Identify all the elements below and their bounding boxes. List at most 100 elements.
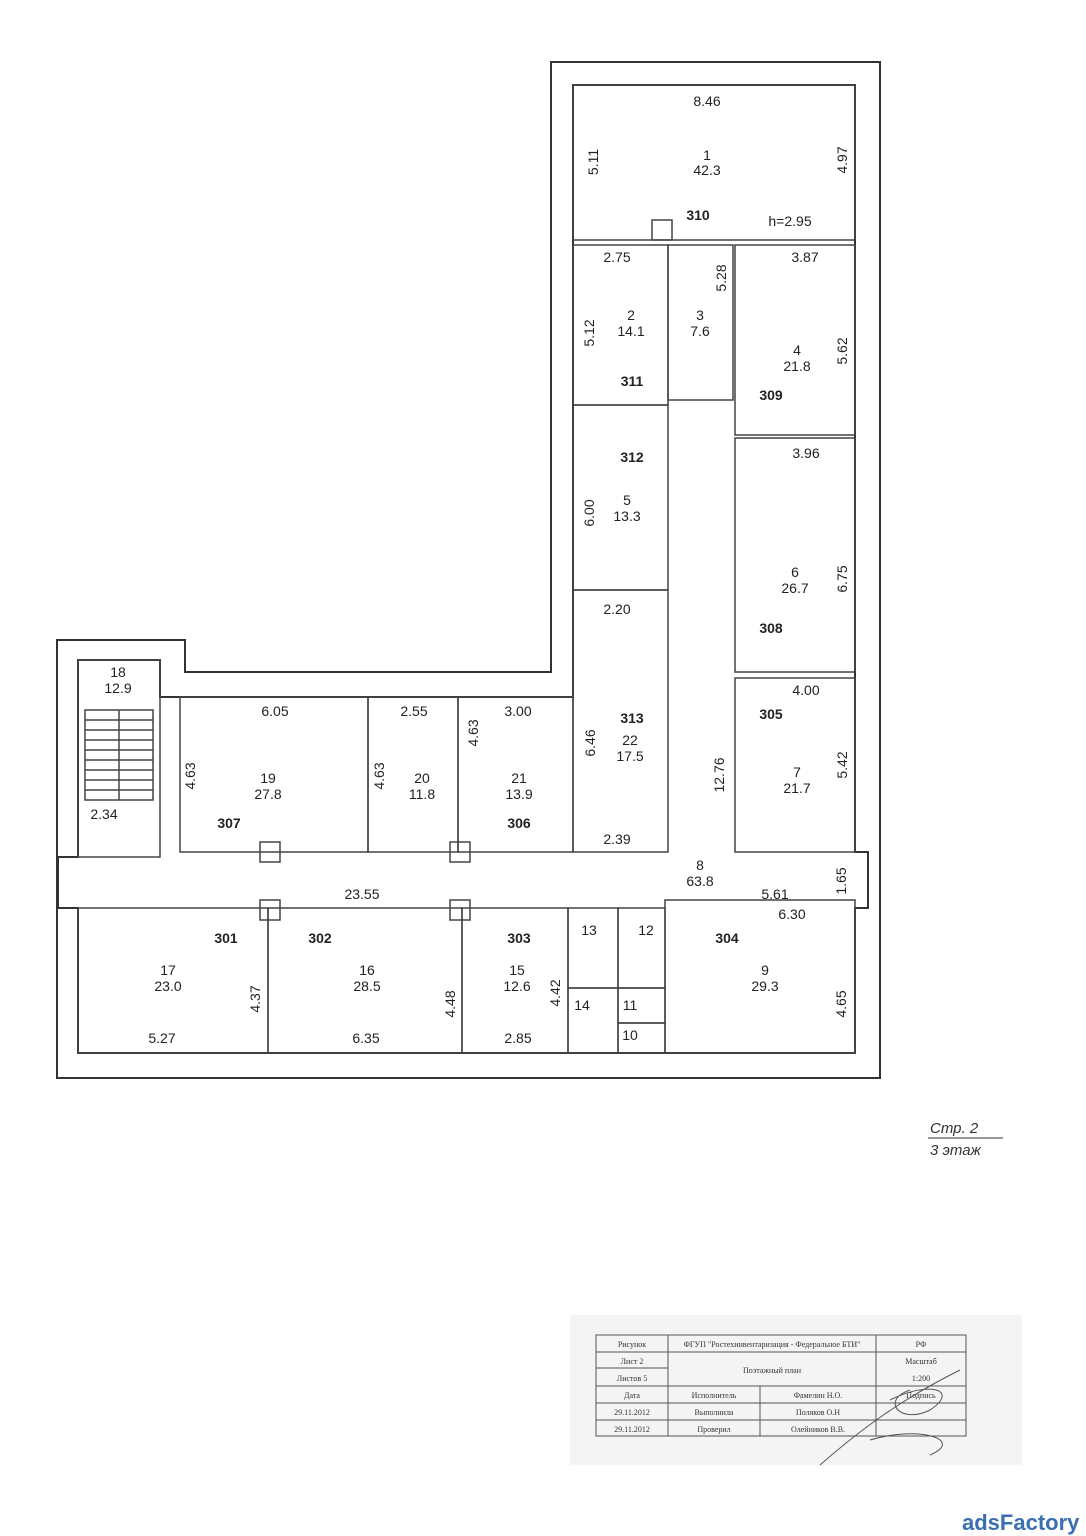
room-2-area: 14.1 xyxy=(617,323,644,339)
dimension-label: 5.61 xyxy=(761,886,788,902)
dimension-label: Листов 5 xyxy=(617,1374,647,1383)
room-3-area: 7.6 xyxy=(690,323,710,339)
room-9-num: 9 xyxy=(761,962,769,978)
dimension-label: Подпись xyxy=(906,1391,936,1400)
dimension-label: 4.63 xyxy=(465,719,481,746)
room-20-num: 20 xyxy=(414,770,430,786)
dimension-label: 6.30 xyxy=(778,906,805,922)
dimension-label: 4.00 xyxy=(792,682,819,698)
office-313: 313 xyxy=(620,710,644,726)
room-15-area: 12.6 xyxy=(503,978,530,994)
dimension-label: 4.63 xyxy=(371,762,387,789)
dimension-label: Дата xyxy=(624,1391,640,1400)
dimension-label: 29.11.2012 xyxy=(614,1425,650,1434)
room-19-area: 27.8 xyxy=(254,786,281,802)
dimension-label: 4.48 xyxy=(442,990,458,1017)
room-16-num: 16 xyxy=(359,962,375,978)
office-302: 302 xyxy=(308,930,332,946)
dimension-label: Исполнитель xyxy=(692,1391,737,1400)
dimension-label: 5.62 xyxy=(834,337,850,364)
outer-wall xyxy=(56,61,881,1079)
dimension-label: 29.11.2012 xyxy=(614,1408,650,1417)
dimension-label: РФ xyxy=(916,1340,927,1349)
dimension-label: Поэтажный план xyxy=(743,1366,802,1375)
dimension-label: h=2.95 xyxy=(768,213,811,229)
room-18-num: 18 xyxy=(110,664,126,680)
room-22-num: 22 xyxy=(622,732,638,748)
dimension-label: 2.20 xyxy=(603,601,630,617)
office-308: 308 xyxy=(759,620,783,636)
room-7-num: 7 xyxy=(793,764,801,780)
room-21-area: 13.9 xyxy=(505,786,532,802)
office-301: 301 xyxy=(214,930,238,946)
dimension-label: Рисунок xyxy=(618,1340,646,1349)
dimension-label: Выполнила xyxy=(695,1408,734,1417)
dimension-label: 2.39 xyxy=(603,831,630,847)
page-number: Стр. 2 xyxy=(930,1120,979,1137)
room-21-num: 21 xyxy=(511,770,527,786)
dimension-label: 5.11 xyxy=(585,149,601,175)
dimension-label: 5.27 xyxy=(148,1030,175,1046)
office-numbers: 310 311 309 312 308 313 305 307 306 301 … xyxy=(214,207,783,946)
stairs xyxy=(84,709,154,801)
dimension-label: Лист 2 xyxy=(621,1357,644,1366)
partitions xyxy=(77,84,856,1054)
room-7-area: 21.7 xyxy=(783,780,810,796)
room-8-area: 63.8 xyxy=(686,873,713,889)
room-17-area: 23.0 xyxy=(154,978,181,994)
dimension-label: 3.96 xyxy=(792,445,819,461)
room-19-num: 19 xyxy=(260,770,276,786)
dimensions: 8.46 5.11 4.97 h=2.95 2.75 5.28 3.87 5.1… xyxy=(90,93,850,1046)
watermark-logo: adsFactory xyxy=(962,1510,1080,1535)
room-14-num: 14 xyxy=(574,997,590,1013)
dimension-label: 6.35 xyxy=(352,1030,379,1046)
dimension-label: 8.46 xyxy=(693,93,720,109)
dimension-label: 1:200 xyxy=(912,1374,930,1383)
dimension-label: 2.34 xyxy=(90,806,117,822)
dimension-label: 6.05 xyxy=(261,703,288,719)
room-11-num: 11 xyxy=(623,997,638,1013)
dimension-label: 3.87 xyxy=(791,249,818,265)
room-3-num: 3 xyxy=(696,307,704,323)
dimension-label: 2.55 xyxy=(400,703,427,719)
dimension-label: 6.75 xyxy=(834,565,850,592)
dimension-label: 4.65 xyxy=(833,990,849,1017)
room-4-area: 21.8 xyxy=(783,358,810,374)
dimension-label: 23.55 xyxy=(344,886,379,902)
room-6-num: 6 xyxy=(791,564,799,580)
room-13-num: 13 xyxy=(581,922,597,938)
room-17-num: 17 xyxy=(160,962,176,978)
room-6-area: 26.7 xyxy=(781,580,808,596)
dimension-label: 2.75 xyxy=(603,249,630,265)
dimension-label: 4.97 xyxy=(834,146,850,173)
dimension-label: Фамелин Н.О. xyxy=(794,1391,843,1400)
office-307: 307 xyxy=(217,815,241,831)
office-312: 312 xyxy=(620,449,644,465)
room-9-area: 29.3 xyxy=(751,978,778,994)
title-block: Рисунок ФГУП "Ростехинвентаризация - Фед… xyxy=(570,1315,1022,1466)
floor-label: 3 этаж xyxy=(930,1142,982,1159)
room-5-area: 13.3 xyxy=(613,508,640,524)
office-306: 306 xyxy=(507,815,531,831)
signature xyxy=(819,1369,961,1466)
office-305: 305 xyxy=(759,706,783,722)
room-8-num: 8 xyxy=(696,857,704,873)
office-303: 303 xyxy=(507,930,531,946)
office-309: 309 xyxy=(759,387,783,403)
office-310: 310 xyxy=(686,207,710,223)
dimension-label: 5.12 xyxy=(581,319,597,346)
room-15-num: 15 xyxy=(509,962,525,978)
room-22-area: 17.5 xyxy=(616,748,643,764)
dimension-label: 6.46 xyxy=(582,729,598,756)
dimension-label: Проверил xyxy=(697,1425,730,1434)
dimension-label: ФГУП "Ростехинвентаризация - Федеральное… xyxy=(684,1340,861,1349)
room-2-num: 2 xyxy=(627,307,635,323)
room-1-num: 1 xyxy=(703,147,711,163)
room-18-area: 12.9 xyxy=(104,680,131,696)
dimension-label: 5.28 xyxy=(713,264,729,291)
dimension-label: Олейников В.В. xyxy=(791,1425,845,1434)
dimension-label: 1.65 xyxy=(833,867,849,894)
room-12-num: 12 xyxy=(638,922,654,938)
dimension-label: 12.76 xyxy=(711,757,727,792)
